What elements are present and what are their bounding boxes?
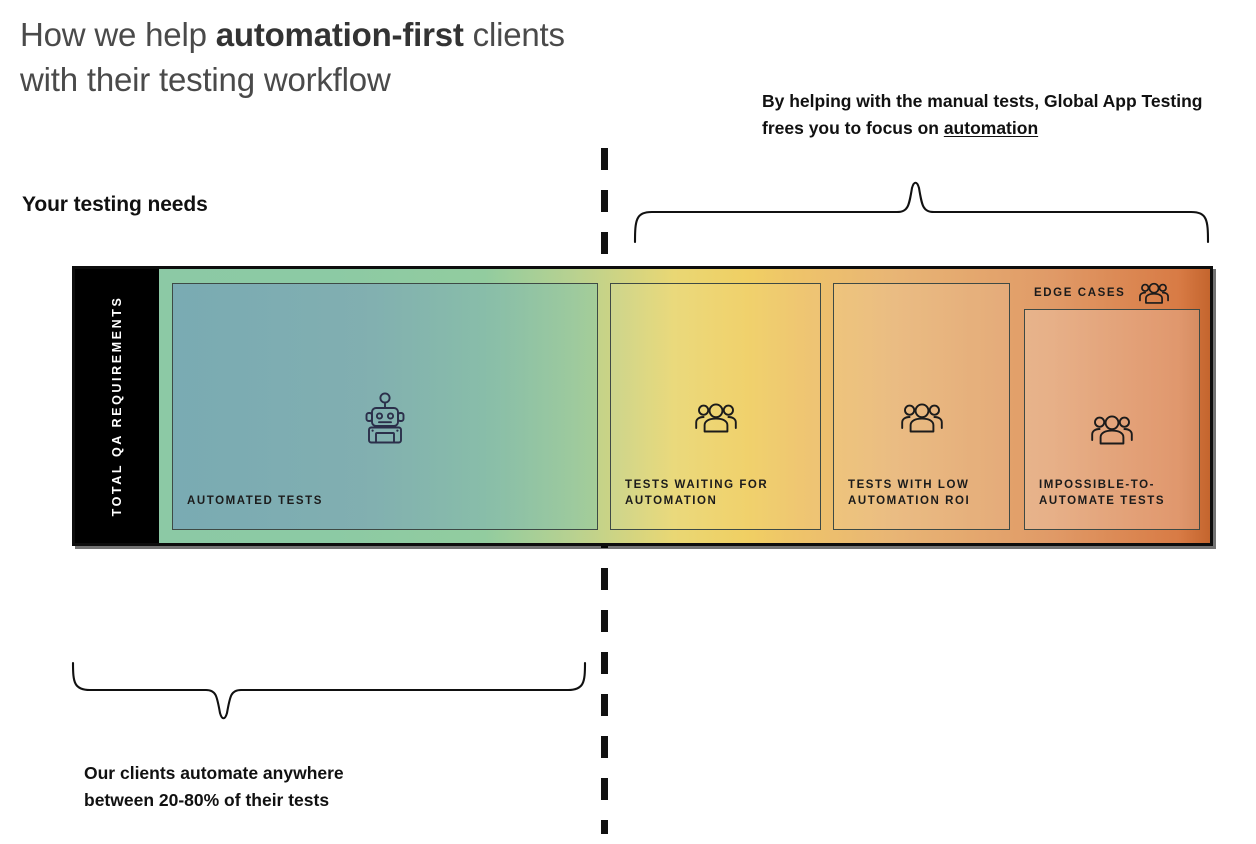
top-right-caption: By helping with the manual tests, Global…	[762, 88, 1232, 142]
headline-line1-pre: How we help	[20, 16, 216, 53]
headline-line1-post: clients	[463, 16, 565, 53]
panel-impossible-inner: IMPOSSIBLE-TO- AUTOMATE TESTS	[1024, 309, 1200, 530]
panel-tests-low-automation-roi[interactable]: TESTS WITH LOW AUTOMATION ROI	[827, 269, 1016, 543]
top-caption-text: By helping with the manual tests, Global…	[762, 91, 1203, 138]
panel-low-roi-inner: TESTS WITH LOW AUTOMATION ROI	[833, 283, 1010, 530]
your-testing-needs-label: Your testing needs	[22, 193, 208, 216]
panel-impossible-to-automate[interactable]: EDGE CASES	[1016, 269, 1210, 543]
robot-icon	[363, 392, 407, 444]
total-qa-requirements-block: TOTAL QA REQUIREMENTS	[75, 269, 159, 543]
headline-line2: with their testing workflow	[20, 61, 391, 98]
bottom-caption: Our clients automate anywhere between 20…	[84, 760, 504, 814]
people-group-icon	[694, 402, 737, 433]
people-group-icon	[1091, 414, 1133, 445]
automation-link[interactable]: automation	[943, 118, 1039, 138]
people-group-icon	[1139, 282, 1170, 304]
bottom-caption-line1: Our clients automate anywhere	[84, 763, 344, 783]
qa-requirements-bar: TOTAL QA REQUIREMENTS	[72, 266, 1213, 546]
headline-line1-strong: automation-first	[215, 16, 464, 53]
people-group-icon	[900, 402, 943, 433]
panel-impossible-label: IMPOSSIBLE-TO- AUTOMATE TESTS	[1039, 479, 1166, 507]
edge-cases-label: EDGE CASES	[1034, 287, 1126, 299]
panel-automated-tests-inner: AUTOMATED TESTS	[172, 283, 598, 530]
panel-tests-waiting-inner: TESTS WAITING FOR AUTOMATION	[610, 283, 821, 530]
edge-cases-row: EDGE CASES	[1034, 282, 1170, 304]
panel-tests-waiting-for-automation[interactable]: TESTS WAITING FOR AUTOMATION	[604, 269, 827, 543]
top-brace	[633, 181, 1210, 244]
page-title: How we help automation-first clients wit…	[20, 12, 720, 102]
panel-automated-tests[interactable]: AUTOMATED TESTS	[159, 269, 604, 543]
panel-low-roi-label: TESTS WITH LOW AUTOMATION ROI	[848, 479, 971, 507]
test-category-strip: AUTOMATED TESTS TESTS WAITING FOR AUTOMA…	[159, 269, 1210, 543]
bottom-brace	[71, 661, 587, 720]
total-qa-requirements-label: TOTAL QA REQUIREMENTS	[110, 295, 124, 517]
panel-tests-waiting-label: TESTS WAITING FOR AUTOMATION	[625, 479, 769, 507]
panel-automated-tests-label: AUTOMATED TESTS	[187, 495, 323, 507]
bottom-caption-line2: between 20-80% of their tests	[84, 790, 330, 810]
